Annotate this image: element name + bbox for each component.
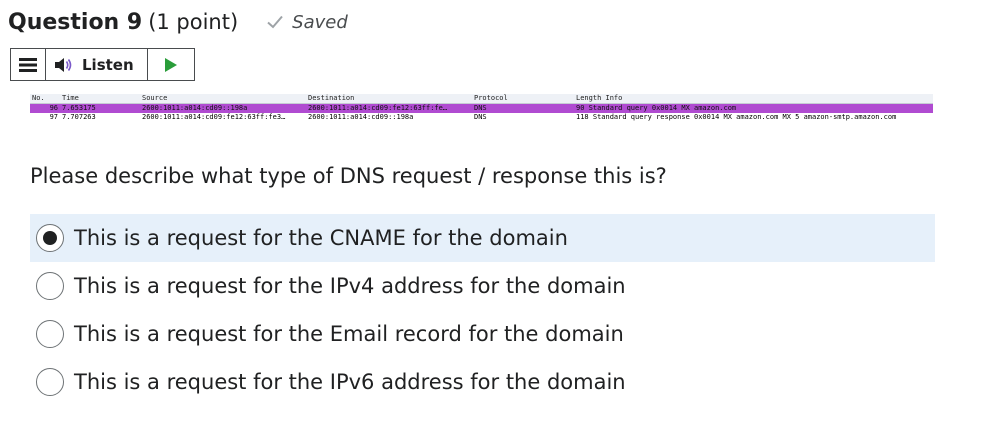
packet-capture-image: No. Time Source Destination Protocol Len… (30, 94, 933, 128)
column-info: Length Info (576, 94, 623, 102)
packet-protocol: DNS (474, 104, 487, 112)
answer-option-email[interactable]: This is a request for the Email record f… (30, 310, 935, 358)
packet-time: 7.707263 (62, 113, 96, 121)
packet-info: 118 Standard query response 0x0014 MX am… (576, 113, 897, 121)
radio-button[interactable] (36, 224, 64, 252)
column-destination: Destination (308, 94, 355, 102)
packet-time: 7.653175 (62, 104, 96, 112)
packet-no: 97 (49, 113, 58, 121)
listen-button[interactable]: Listen (46, 49, 148, 80)
radio-selected-dot (43, 231, 57, 245)
radio-button[interactable] (36, 272, 64, 300)
question-header: Question 9 (1 point) Saved (8, 6, 348, 38)
saved-text: Saved (292, 11, 348, 33)
radio-button[interactable] (36, 368, 64, 396)
question-prompt: Please describe what type of DNS request… (30, 164, 667, 188)
answer-label[interactable]: This is a request for the IPv6 address f… (74, 370, 626, 394)
column-source: Source (142, 94, 168, 102)
packet-protocol: DNS (474, 113, 487, 121)
packet-destination: 2600:1011:a014:cd09::198a (308, 113, 414, 121)
hamburger-menu-icon (19, 57, 37, 72)
capture-row: 96 7.653175 2600:1011:a014:cd09::198a 26… (30, 104, 933, 113)
answer-option-ipv4[interactable]: This is a request for the IPv4 address f… (30, 262, 935, 310)
menu-button[interactable] (11, 49, 46, 80)
readspeaker-toolbar: Listen (10, 48, 195, 81)
play-button[interactable] (148, 49, 194, 80)
answer-options: This is a request for the CNAME for the … (30, 214, 935, 406)
capture-header-row: No. Time Source Destination Protocol Len… (30, 94, 933, 104)
listen-label: Listen (82, 55, 134, 74)
answer-label[interactable]: This is a request for the IPv4 address f… (74, 274, 626, 298)
column-protocol: Protocol (474, 94, 508, 102)
answer-option-ipv6[interactable]: This is a request for the IPv6 address f… (30, 358, 935, 406)
packet-no: 96 (49, 104, 58, 112)
checkmark-icon (267, 15, 283, 29)
packet-destination: 2600:1011:a014:cd09:fe12:63ff:fe… (308, 104, 448, 112)
column-time: Time (62, 94, 79, 102)
answer-label[interactable]: This is a request for the Email record f… (74, 322, 624, 346)
packet-source: 2600:1011:a014:cd09::198a (142, 104, 248, 112)
packet-info: 90 Standard query 0x0014 MX amazon.com (576, 104, 737, 112)
packet-source: 2600:1011:a014:cd09:fe12:63ff:fe3… (142, 113, 286, 121)
answer-label[interactable]: This is a request for the CNAME for the … (74, 226, 568, 250)
question-title: Question 9 (8, 9, 143, 35)
capture-row: 97 7.707263 2600:1011:a014:cd09:fe12:63f… (30, 113, 933, 122)
saved-status: Saved (266, 12, 348, 33)
answer-option-cname[interactable]: This is a request for the CNAME for the … (30, 214, 935, 262)
radio-button[interactable] (36, 320, 64, 348)
column-no: No. (32, 94, 45, 102)
speaker-icon (55, 57, 72, 72)
question-points: (1 point) (148, 10, 239, 34)
play-icon (165, 57, 177, 72)
